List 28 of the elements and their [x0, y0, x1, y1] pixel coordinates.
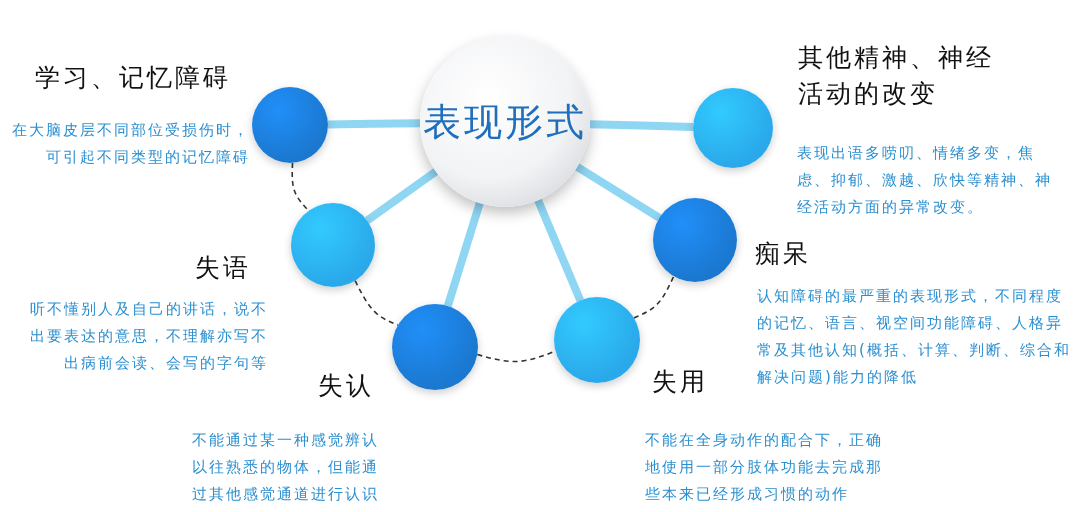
spoke-line: [575, 163, 662, 222]
topic-description: 听不懂别人及自己的讲话，说不出要表达的意思，不理解亦写不出病前会读、会写的字句等: [29, 299, 268, 374]
circle-node: [392, 304, 478, 390]
circle-node: [291, 203, 375, 287]
spoke-line: [589, 120, 694, 131]
circle-node: [252, 87, 328, 163]
spoke-line: [327, 119, 421, 129]
circle-node: [554, 297, 640, 383]
topic-heading: 失认: [318, 370, 375, 402]
topic-description: 在大脑皮层不同部位受损伤时，可引起不同类型的记忆障碍: [11, 120, 250, 168]
topic-heading: 失用: [652, 366, 709, 398]
topic-heading: 学习、记忆障碍: [35, 62, 232, 94]
topic-description: 表现出语多唠叨、情绪多变，焦虑、抑郁、激越、欣快等精神、神经活动方面的异常改变。: [797, 143, 1053, 218]
topic-description: 不能通过某一种感觉辨认以往熟悉的物体，但能通过其他感觉通道进行认识: [192, 430, 380, 505]
spoke-line: [534, 198, 584, 302]
circle-node: [693, 88, 773, 168]
dashed-connector: [633, 275, 675, 319]
center-title: 表现形式: [423, 98, 587, 146]
spoke-line: [364, 168, 439, 224]
topic-description: 不能在全身动作的配合下，正确地使用一部分肢体功能去完成那些本来已经形成习惯的动作: [645, 430, 884, 505]
circle-node: [653, 198, 737, 282]
spoke-line: [443, 201, 484, 308]
topic-description: 认知障碍的最严重的表现形式，不同程度的记忆、语言、视空间功能障碍、人格异常及其他认知(概括、计算、判断、综合和解决问题)能力的降低: [757, 286, 1072, 388]
dashed-connector: [291, 162, 310, 212]
topic-heading: 痴呆: [755, 238, 812, 270]
topic-heading: 失语: [195, 252, 252, 284]
topic-heading: 其他精神、神经活动的改变: [798, 42, 995, 110]
topic-circle: [420, 37, 590, 207]
